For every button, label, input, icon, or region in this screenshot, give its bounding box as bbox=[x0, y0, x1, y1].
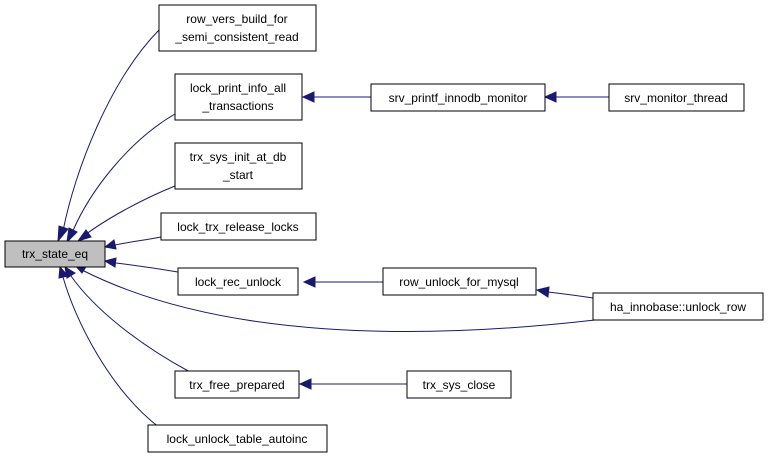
node-label-line2: _semi_consistent_read bbox=[174, 30, 298, 44]
node-lock-print-info-all-transactions[interactable]: lock_print_info_all _transactions bbox=[174, 73, 303, 121]
node-label-line1: row_vers_build_for bbox=[186, 12, 287, 26]
node-label-line1: lock_print_info_all bbox=[190, 81, 286, 95]
edges bbox=[57, 29, 609, 429]
node-row-vers-build-for-semi-consistent-read[interactable]: row_vers_build_for _semi_consistent_read bbox=[158, 4, 317, 52]
arrowhead-trx-sys-close bbox=[298, 378, 312, 390]
edge-lock-trx-release-to-trx-state-eq bbox=[114, 236, 162, 246]
edge-row-vers-build-to-trx-state-eq bbox=[62, 29, 160, 232]
node-label: srv_printf_innodb_monitor bbox=[389, 91, 528, 105]
node-label: trx_free_prepared bbox=[189, 378, 284, 392]
node-label: row_unlock_for_mysql bbox=[399, 275, 518, 289]
node-label: srv_monitor_thread bbox=[624, 91, 727, 105]
node-trx-sys-init-at-db-start[interactable]: trx_sys_init_at_db _start bbox=[174, 142, 303, 190]
edge-ha-innobase-to-row-unlock bbox=[547, 291, 594, 299]
node-label-line2: _transactions bbox=[201, 99, 273, 113]
node-label: trx_state_eq bbox=[22, 247, 88, 261]
arrowhead-lock-print-info bbox=[66, 227, 78, 244]
arrowhead-lock-trx-release bbox=[103, 239, 117, 250]
edge-trx-free-prepared-to-trx-state-eq bbox=[70, 275, 191, 373]
arrowhead-srv-monitor-thread bbox=[543, 91, 557, 103]
node-label: lock_trx_release_locks bbox=[177, 220, 298, 234]
arrowhead-srv-printf bbox=[301, 91, 315, 103]
arrowhead-trx-sys-init bbox=[76, 229, 92, 242]
node-srv-printf-innodb-monitor[interactable]: srv_printf_innodb_monitor bbox=[370, 83, 546, 112]
arrowhead-lock-rec-unlock bbox=[103, 257, 117, 268]
edge-lock-rec-unlock-to-trx-state-eq bbox=[115, 262, 179, 273]
node-lock-rec-unlock[interactable]: lock_rec_unlock bbox=[177, 267, 299, 296]
node-label-line1: trx_sys_init_at_db bbox=[190, 150, 287, 164]
node-label-line2: _start bbox=[222, 168, 254, 182]
nodes: trx_state_eq row_vers_build_for _semi_co… bbox=[4, 4, 764, 453]
node-label: ha_innobase::unlock_row bbox=[610, 300, 746, 314]
node-trx-sys-close[interactable]: trx_sys_close bbox=[406, 370, 512, 399]
node-lock-unlock-table-autoinc[interactable]: lock_unlock_table_autoinc bbox=[147, 424, 328, 453]
arrowhead-lock-unlock-table bbox=[58, 265, 69, 279]
node-row-unlock-for-mysql[interactable]: row_unlock_for_mysql bbox=[382, 267, 537, 296]
node-label: lock_unlock_table_autoinc bbox=[167, 432, 308, 446]
edge-lock-unlock-table-to-trx-state-eq bbox=[62, 276, 161, 429]
arrowhead-row-unlock bbox=[302, 276, 316, 288]
edge-ha-innobase-to-trx-state-eq bbox=[81, 269, 596, 332]
edge-trx-sys-init-to-trx-state-eq bbox=[84, 185, 176, 236]
node-trx-state-eq[interactable]: trx_state_eq bbox=[4, 240, 106, 268]
node-label: lock_rec_unlock bbox=[195, 275, 282, 289]
node-srv-monitor-thread[interactable]: srv_monitor_thread bbox=[608, 83, 745, 112]
arrowhead-row-vers-build bbox=[57, 225, 69, 243]
arrowhead-ha-innobase-row-unlock bbox=[535, 286, 550, 298]
node-lock-trx-release-locks[interactable]: lock_trx_release_locks bbox=[160, 212, 317, 241]
node-ha-innobase-unlock-row[interactable]: ha_innobase::unlock_row bbox=[592, 292, 764, 321]
node-label: trx_sys_close bbox=[423, 378, 496, 392]
node-trx-free-prepared[interactable]: trx_free_prepared bbox=[174, 370, 300, 399]
edge-lock-print-info-to-trx-state-eq bbox=[71, 113, 176, 234]
